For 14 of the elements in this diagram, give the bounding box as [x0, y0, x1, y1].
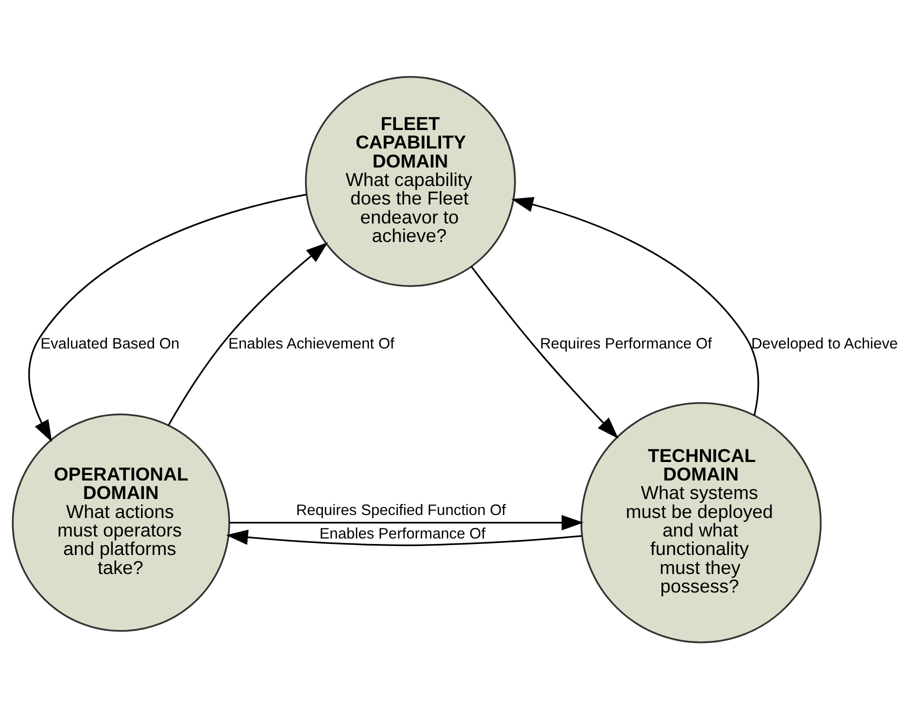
- arrow: [470, 266, 618, 439]
- edge-label: Requires Specified Function Of: [296, 502, 506, 519]
- arrow: [229, 514, 584, 530]
- arrow: [168, 242, 328, 426]
- edge-label: Enables Performance Of: [319, 525, 486, 542]
- edge-label: Evaluated Based On: [40, 336, 180, 353]
- edge-label: Developed to Achieve: [751, 336, 898, 353]
- node-circle: TECHNICAL DOMAIN What systems must be deployed and what functionality must they possess?: [580, 402, 822, 644]
- edge-label: Enables Achievement Of: [228, 336, 394, 353]
- edge-label: Requires Performance Of: [540, 336, 712, 353]
- node-circle: OPERATIONAL DOMAIN What actions must operators and platforms take?: [12, 414, 230, 632]
- arrow: [511, 196, 760, 416]
- arrow: [28, 194, 307, 442]
- arrow: [226, 530, 582, 546]
